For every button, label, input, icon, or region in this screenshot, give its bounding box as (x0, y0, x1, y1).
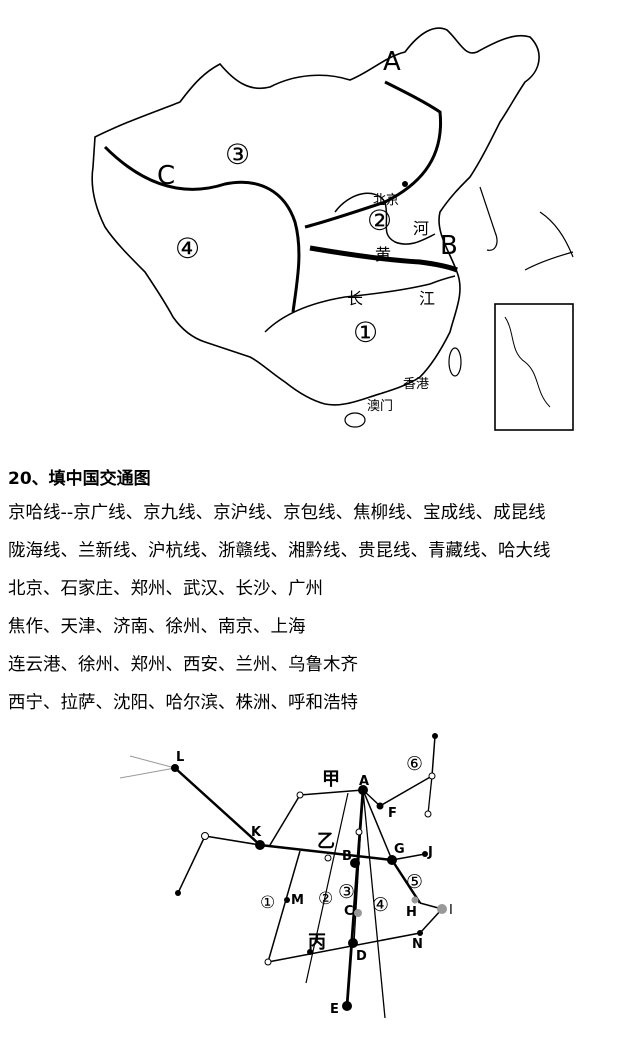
node-f (376, 802, 384, 810)
label-node-n: N (412, 937, 423, 952)
label-node-f: F (388, 806, 397, 821)
node-n (417, 930, 423, 936)
label-hongkong: 香港 (403, 377, 429, 392)
label-beijing: 北京 (373, 193, 399, 208)
label-node-e: E (330, 1002, 339, 1017)
yellow-river (334, 192, 436, 245)
line-c (103, 145, 301, 313)
label-node-a: A (359, 774, 369, 789)
label-line-5: ⑤ (406, 871, 423, 893)
node-i (437, 904, 447, 914)
label-node-k: K (251, 825, 262, 840)
question-line-6: 西宁、拉萨、沈阳、哈尔滨、株洲、呼和浩特 (8, 693, 358, 713)
node-h (411, 896, 419, 904)
node-g (387, 855, 397, 865)
label-line-a: A (383, 47, 401, 77)
label-line-c: C (157, 161, 175, 191)
label-node-b: B (342, 849, 352, 864)
question-text-block: 20、填中国交通图 京哈线--京广线、京九线、京沪线、京包线、焦柳线、宝成线、成… (8, 468, 638, 730)
rail-bing (267, 932, 421, 963)
question-line-5: 连云港、徐州、郑州、西安、兰州、乌鲁木齐 (8, 655, 358, 675)
label-line-2: ② (318, 889, 333, 909)
hainan-island (344, 412, 366, 428)
question-line-1: 京哈线--京广线、京九线、京沪线、京包线、焦柳线、宝成线、成昆线 (8, 503, 546, 523)
label-region-4: ④ (175, 232, 200, 265)
label-line-jia: 甲 (322, 769, 340, 790)
label-node-d: D (356, 949, 367, 964)
japan-outline (524, 211, 574, 271)
label-line-b: B (440, 231, 458, 261)
label-line-1: ① (260, 893, 275, 913)
label-chang: 长 (347, 289, 363, 308)
south-sea-inset (494, 303, 574, 431)
label-he: 河 (413, 219, 429, 238)
label-node-l: L (176, 750, 184, 765)
yangtze-river (264, 275, 456, 333)
label-node-g: G (394, 842, 405, 857)
question-line-4: 焦作、天津、济南、徐州、南京、上海 (8, 617, 306, 637)
rail-l-k (174, 767, 261, 846)
question-line-2: 陇海线、兰新线、沪杭线、浙赣线、湘黔线、贵昆线、青藏线、哈大线 (8, 541, 551, 561)
node-e (342, 1001, 352, 1011)
taiwan-island (448, 347, 462, 377)
label-macau: 澳门 (367, 398, 393, 414)
node-d (348, 938, 358, 948)
line-a (304, 80, 443, 229)
node-b (350, 858, 360, 868)
label-region-1: ① (353, 316, 378, 349)
label-line-4: ④ (372, 894, 389, 916)
label-node-j: J (427, 845, 433, 860)
label-node-c: C (344, 904, 354, 919)
label-region-3: ③ (225, 138, 250, 171)
node-l (171, 764, 179, 772)
china-border (91, 27, 540, 406)
rail-a-h (362, 789, 393, 861)
label-jiang: 江 (419, 289, 435, 308)
railway-network-diagram: L K A B C D E F G H I J M N 甲 乙 丙 ① ② ③ … (119, 733, 453, 1019)
label-line-3: ③ (338, 881, 355, 903)
node-c (354, 909, 362, 917)
question-title: 20、填中国交通图 (8, 469, 151, 489)
node-a (358, 785, 368, 795)
label-region-2: ② (367, 204, 392, 237)
beijing-dot (402, 181, 408, 187)
korea-outline (479, 186, 498, 251)
china-outline-map: A B C ① ② ③ ④ 北京 黄 河 长 江 香港 澳门 (85, 12, 575, 432)
label-node-m: M (291, 893, 304, 908)
node-m (284, 897, 290, 903)
label-node-h: H (406, 905, 417, 920)
label-line-yi: 乙 (317, 831, 335, 852)
label-line-bing: 丙 (308, 932, 326, 953)
label-line-6: ⑥ (406, 753, 423, 775)
label-huang: 黄 (375, 245, 391, 264)
question-line-3: 北京、石家庄、郑州、武汉、长沙、广州 (8, 579, 323, 599)
node-j (422, 851, 428, 857)
label-node-i: I (449, 903, 453, 918)
node-k (255, 840, 265, 850)
line-b (309, 245, 458, 273)
